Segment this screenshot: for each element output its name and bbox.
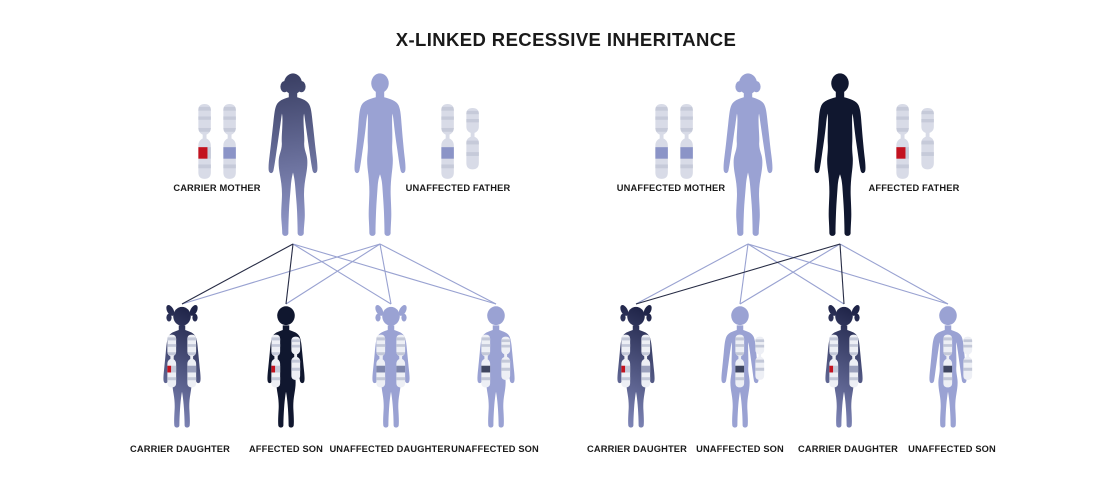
child-label: UNAFFECTED SON <box>908 444 996 454</box>
inheritance-lines-right <box>635 243 949 305</box>
unaffected-father-chromosomes <box>438 104 482 179</box>
inheritance-line <box>839 243 949 305</box>
unaffected-mother-chromosomes <box>652 104 696 179</box>
child-label: CARRIER DAUGHTER <box>798 444 898 454</box>
inheritance-line-affected-x <box>181 243 294 305</box>
y-chromosome-icon <box>918 108 937 169</box>
inheritance-line <box>747 243 949 305</box>
inheritance-line <box>285 243 381 305</box>
inheritance-line <box>379 243 392 305</box>
carrier-mother-figure <box>268 73 318 236</box>
x-chromosome-normal-icon <box>677 104 696 179</box>
carrier-mother-chromosomes <box>195 104 239 179</box>
inheritance-line-affected-x <box>839 243 845 305</box>
child-label: UNAFFECTED SON <box>451 444 539 454</box>
inheritance-line <box>739 243 841 305</box>
family-carrier-mother: CARRIER MOTHER UNAFFECTED FATHER CARRIER… <box>130 73 539 454</box>
inheritance-line <box>739 243 749 305</box>
child-label: AFFECTED SON <box>249 444 323 454</box>
x-chromosome-affected-icon <box>195 104 214 179</box>
y-chromosome-icon <box>463 108 482 169</box>
inheritance-line <box>379 243 497 305</box>
child-label: CARRIER DAUGHTER <box>130 444 230 454</box>
inheritance-line-affected-x <box>285 243 294 305</box>
child-label: UNAFFECTED SON <box>696 444 784 454</box>
inheritance-line <box>181 243 381 305</box>
x-chromosome-normal-icon <box>652 104 671 179</box>
inheritance-line <box>292 243 497 305</box>
inheritance-line <box>292 243 392 305</box>
affected-father-chromosomes <box>893 104 937 179</box>
unaffected-mother-figure <box>723 73 773 236</box>
child-label: CARRIER DAUGHTER <box>587 444 687 454</box>
unaffected-mother-label: UNAFFECTED MOTHER <box>617 183 726 193</box>
affected-father-label: AFFECTED FATHER <box>869 183 960 193</box>
x-chromosome-affected-icon <box>893 104 912 179</box>
inheritance-line <box>635 243 749 305</box>
x-chromosome-normal-icon <box>438 104 457 179</box>
family-affected-father: UNAFFECTED MOTHER AFFECTED FATHER CARRIE… <box>587 73 996 454</box>
unaffected-father-label: UNAFFECTED FATHER <box>406 183 511 193</box>
carrier-mother-label: CARRIER MOTHER <box>173 183 260 193</box>
inheritance-lines-left <box>181 243 497 305</box>
unaffected-father-figure <box>354 73 406 236</box>
x-chromosome-normal-icon <box>220 104 239 179</box>
inheritance-line <box>747 243 845 305</box>
inheritance-line-affected-x <box>635 243 841 305</box>
diagram-title: X-LINKED RECESSIVE INHERITANCE <box>396 29 737 50</box>
affected-father-figure <box>814 73 866 236</box>
child-label: UNAFFECTED DAUGHTER <box>329 444 450 454</box>
